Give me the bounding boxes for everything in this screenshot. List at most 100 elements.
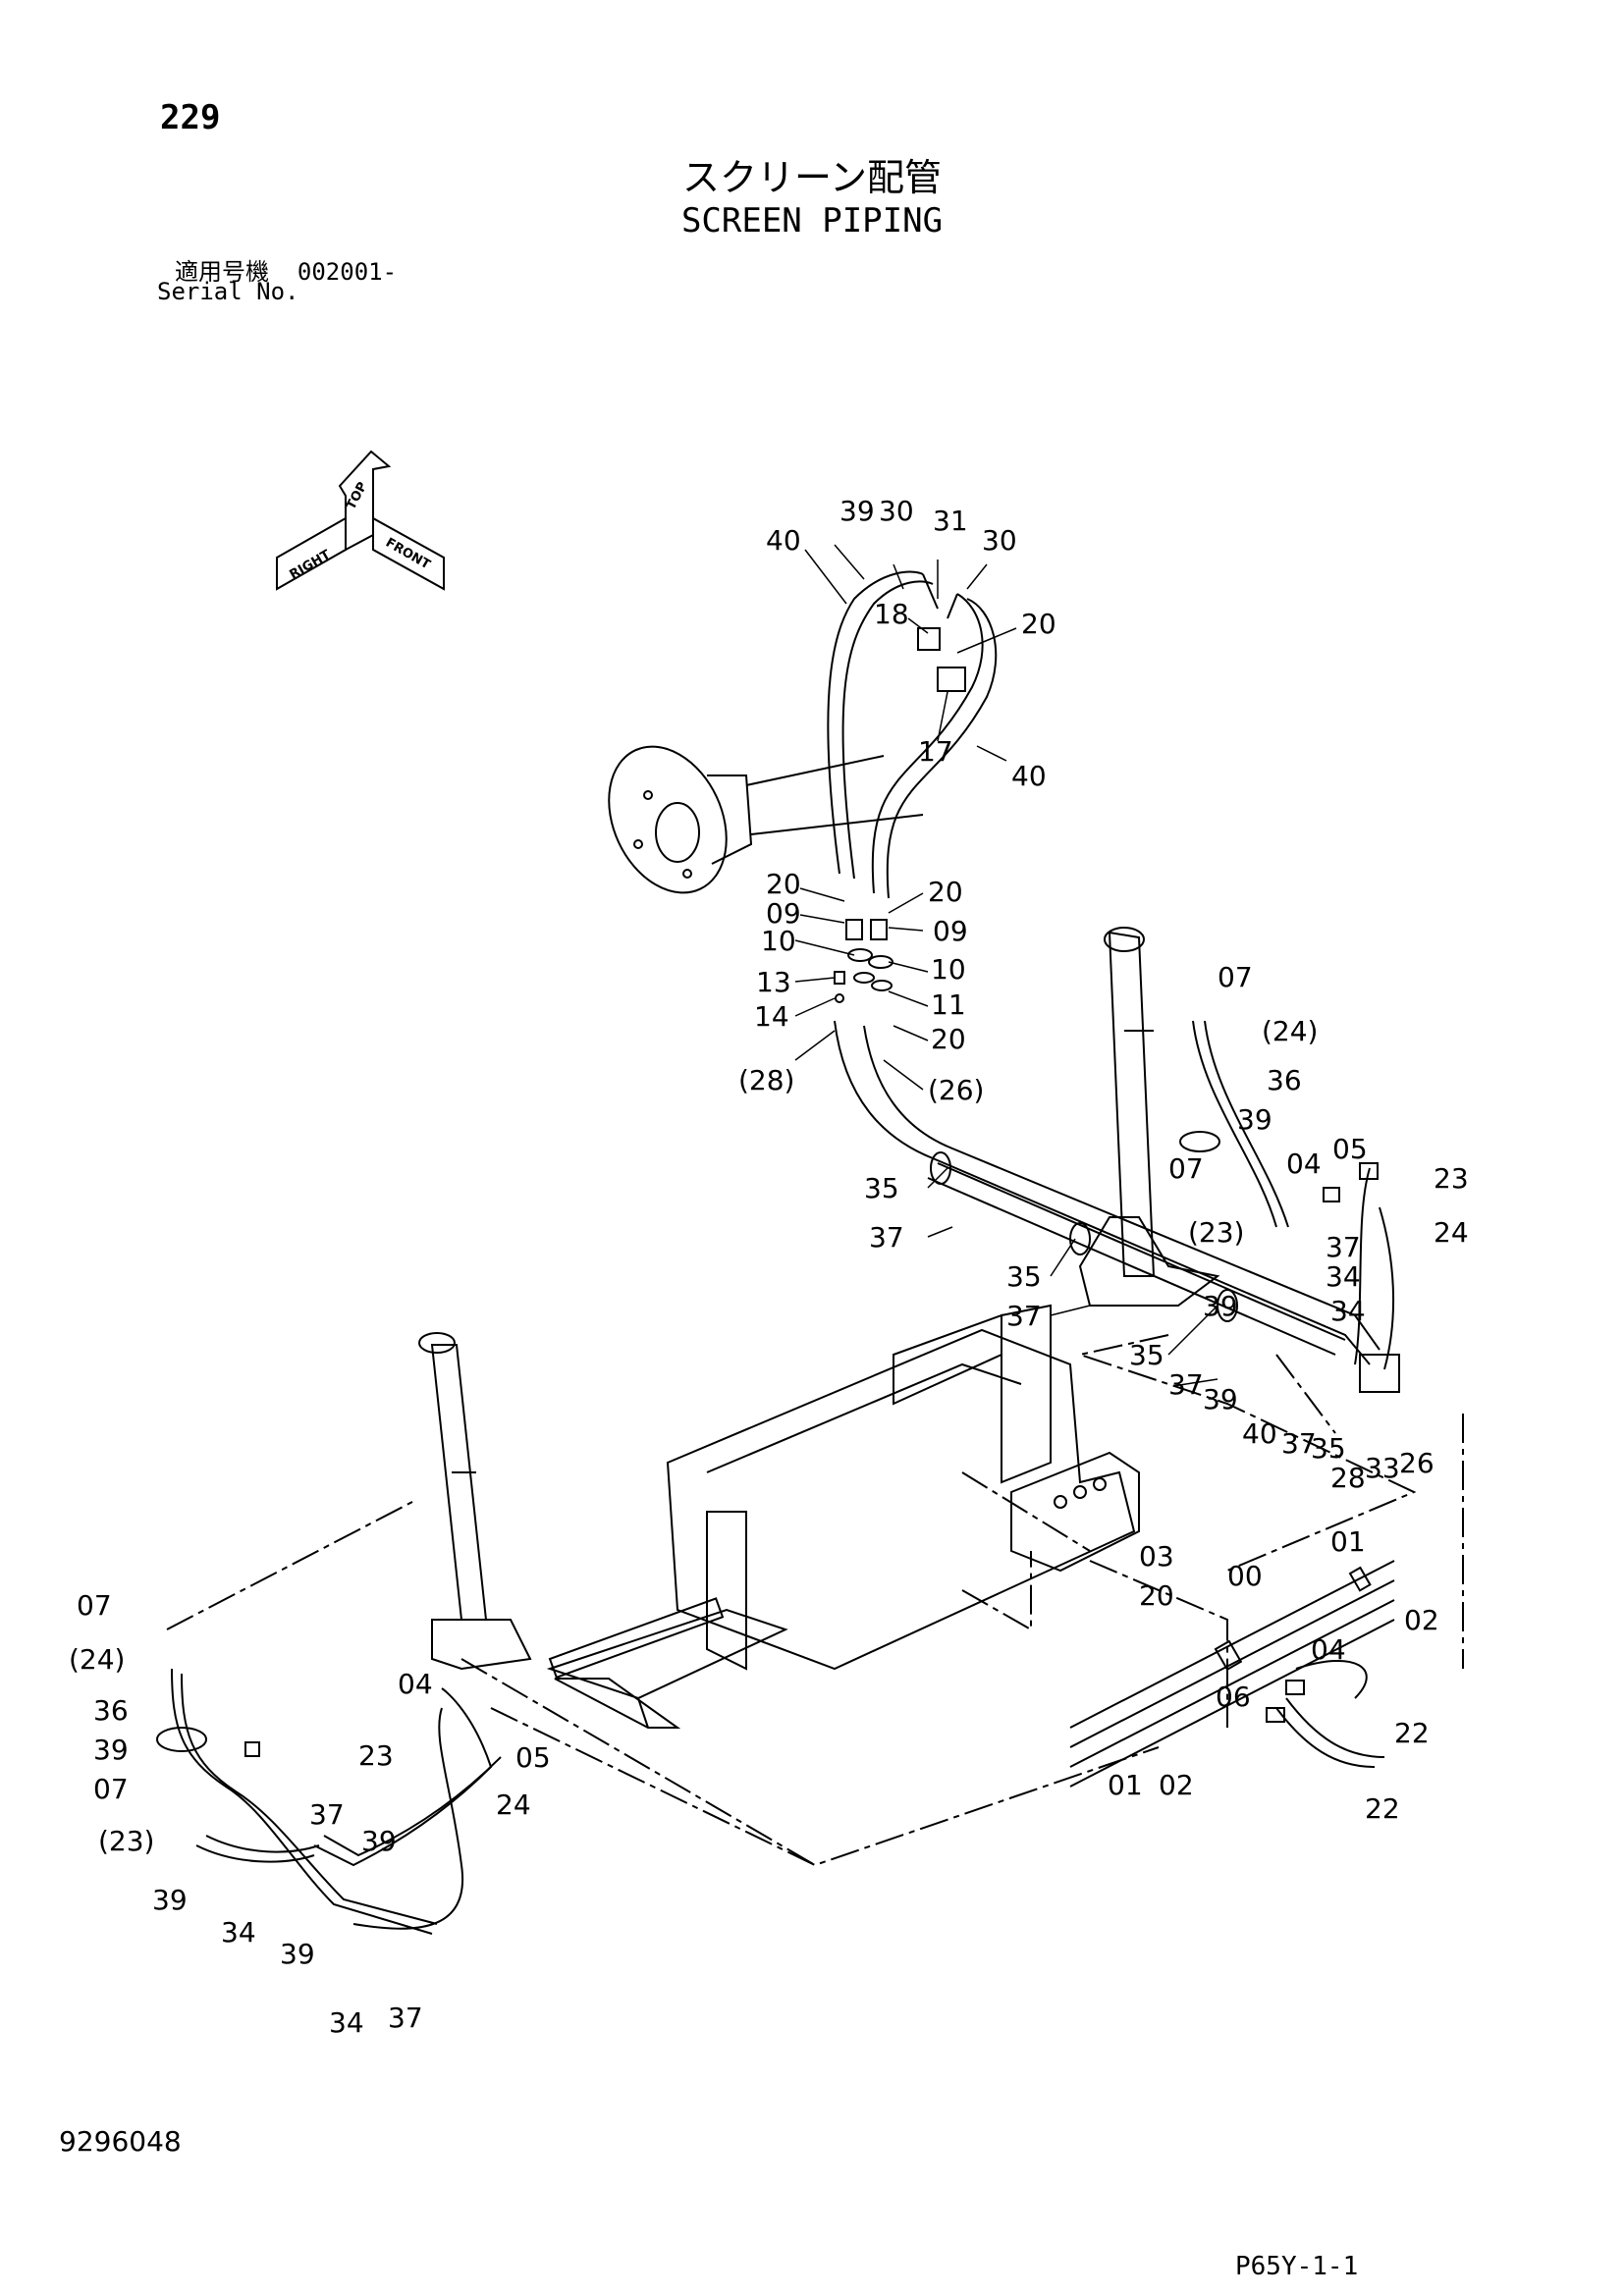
- callout: 23: [1434, 1162, 1469, 1195]
- callout: 09: [933, 915, 968, 947]
- screen-motor: [608, 745, 924, 894]
- callout: (23): [1188, 1216, 1244, 1249]
- callout: 37: [1006, 1300, 1042, 1332]
- callout: 37: [869, 1221, 904, 1254]
- page-number: 229: [160, 98, 221, 137]
- callout: 30: [982, 524, 1017, 557]
- callout: 23: [358, 1739, 394, 1772]
- callout: 03: [1139, 1540, 1174, 1573]
- callout: 24: [496, 1789, 531, 1821]
- serial-range: 002001-: [297, 258, 398, 286]
- callout: 39: [93, 1734, 129, 1766]
- callout: 39: [280, 1938, 315, 1970]
- callout: 07: [77, 1589, 112, 1622]
- callout: 40: [1011, 760, 1047, 792]
- callout: 35: [864, 1172, 899, 1204]
- callout: 09: [766, 897, 801, 930]
- drawing-number: 9296048: [59, 2125, 182, 2158]
- callout: 11: [931, 988, 966, 1021]
- serial-label-jp: 適用号機: [175, 258, 269, 286]
- callout: 26: [1399, 1447, 1435, 1479]
- callout: 39: [839, 495, 875, 527]
- callout: 30: [879, 495, 914, 527]
- callout: 40: [1242, 1417, 1277, 1450]
- callout: 18: [874, 598, 909, 630]
- callout: (23): [98, 1825, 154, 1857]
- callout: 34: [221, 1916, 256, 1949]
- callout: 01: [1330, 1525, 1366, 1558]
- callouts: 39 30 31 30 40 18 20 17 40 20 09 10 13 1…: [69, 495, 1469, 2039]
- callout: 34: [1330, 1295, 1366, 1327]
- callout: 07: [1218, 961, 1253, 993]
- callout: 39: [1203, 1290, 1238, 1322]
- callout: 00: [1227, 1560, 1263, 1592]
- main-pipe: [834, 1020, 1380, 1365]
- left-cylinder: [418, 1332, 532, 1671]
- callout: 35: [1006, 1260, 1042, 1293]
- callout: 04: [398, 1668, 433, 1700]
- callout: 39: [1237, 1103, 1272, 1136]
- callout: 20: [931, 1023, 966, 1055]
- callout: 20: [928, 876, 963, 908]
- callout: 07: [93, 1773, 129, 1805]
- bottom-right-hose-assembly: [1069, 1560, 1395, 1788]
- callout: 34: [329, 2006, 364, 2039]
- fittings-stack: [834, 919, 893, 1003]
- callout: 33: [1365, 1452, 1400, 1484]
- page-reference: P65Y-1-1: [1235, 2252, 1359, 2281]
- callout: 10: [931, 953, 966, 986]
- construction-lines: [166, 1334, 1464, 1867]
- callout: 10: [761, 925, 796, 957]
- screen-frame: [546, 1304, 1140, 1729]
- callout: 22: [1394, 1717, 1430, 1749]
- page-title-english: SCREEN PIPING: [680, 201, 944, 240]
- callout: 07: [1168, 1152, 1204, 1185]
- callout: 39: [152, 1884, 188, 1916]
- callout: 35: [1311, 1432, 1346, 1465]
- callout: (24): [1262, 1015, 1318, 1047]
- orientation-symbol: TOP RIGHT FRONT: [276, 450, 445, 591]
- callout: 04: [1311, 1633, 1346, 1666]
- callout: 20: [1021, 608, 1056, 640]
- callout: 31: [933, 505, 968, 537]
- callout: 20: [766, 868, 801, 900]
- callout: 02: [1404, 1604, 1439, 1636]
- right-cylinder: [1078, 927, 1289, 1307]
- callout: 14: [754, 1000, 789, 1033]
- callout: 28: [1330, 1462, 1366, 1494]
- upper-hoses: [827, 570, 998, 899]
- callout: 02: [1159, 1769, 1194, 1801]
- callout: 36: [93, 1694, 129, 1727]
- leader-lines: [794, 544, 1218, 1387]
- callout: 35: [1129, 1339, 1164, 1371]
- serial-label-english: Serial No.: [157, 278, 299, 305]
- callout: 37: [1281, 1427, 1317, 1460]
- callout: 05: [515, 1741, 551, 1774]
- callout: 37: [1326, 1231, 1361, 1263]
- callout: (26): [928, 1074, 984, 1106]
- page-title-japanese: スクリーン配管: [681, 156, 943, 199]
- left-hoses: [156, 1668, 502, 1935]
- callout: 24: [1434, 1216, 1469, 1249]
- callout: 39: [1203, 1383, 1238, 1415]
- callout: 17: [918, 735, 953, 768]
- callout: 36: [1267, 1064, 1302, 1096]
- callout: 01: [1108, 1769, 1143, 1801]
- callout: 05: [1332, 1133, 1368, 1165]
- callout: 37: [1168, 1368, 1204, 1401]
- callout: (24): [69, 1643, 125, 1676]
- callout: 06: [1216, 1681, 1251, 1713]
- callout: 13: [756, 966, 791, 998]
- callout: 37: [309, 1798, 345, 1831]
- callout: 34: [1326, 1260, 1361, 1293]
- callout: 04: [1286, 1148, 1322, 1180]
- callout: 39: [361, 1825, 397, 1857]
- callout: 22: [1365, 1792, 1400, 1825]
- callout: 37: [388, 2002, 423, 2034]
- right-hoses: [1323, 1162, 1400, 1393]
- callout: 20: [1139, 1579, 1174, 1612]
- callout: 40: [766, 524, 801, 557]
- callout: (28): [738, 1064, 794, 1096]
- serial-range-label: 適用号機 002001-: [175, 252, 397, 287]
